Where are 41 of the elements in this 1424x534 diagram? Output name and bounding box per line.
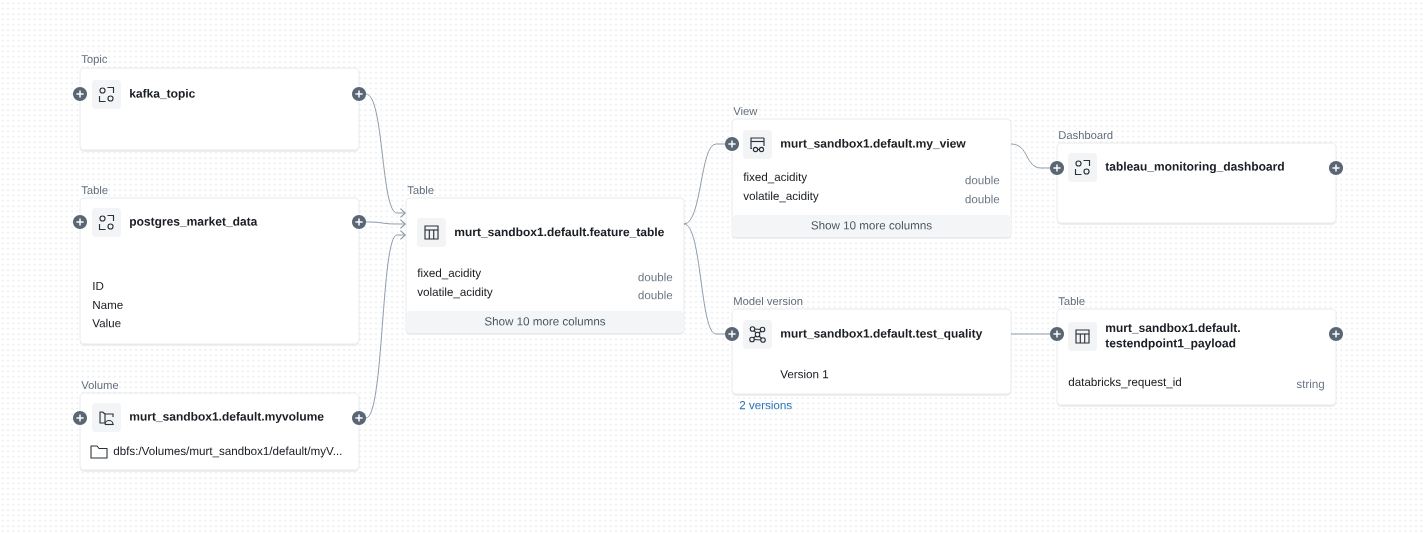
category-label: Model version — [734, 296, 803, 306]
category-label: Volume — [81, 380, 119, 390]
card-title: murt_sandbox1.default.testendpoint1_payload — [1105, 323, 1240, 350]
arrow — [365, 93, 406, 218]
column-type: double — [638, 290, 673, 300]
column-type: string — [1296, 379, 1324, 391]
card-title: murt_sandbox1.default.myvolume — [130, 411, 324, 424]
column-name: Name — [93, 300, 123, 310]
link-text: 2 versions — [739, 400, 792, 410]
column-name: databricks_request_id — [1068, 377, 1181, 389]
path-text: dbfs:/Volumes/murt_sandbox1/default/myV... — [113, 446, 342, 458]
card-title: murt_sandbox1.default.my_view — [781, 138, 966, 151]
category-label: Dashboard — [1059, 130, 1113, 140]
column-type: double — [638, 272, 673, 282]
column-name: ID — [93, 282, 104, 290]
connector-line — [683, 143, 726, 225]
card-title: tableau_monitoring_dashboard — [1105, 161, 1284, 174]
card-title: murt_sandbox1.default.test_quality — [781, 328, 983, 341]
card-title: kafka_topic — [130, 88, 195, 101]
category-label: Table — [1058, 296, 1085, 306]
version-text: Version 1 — [780, 369, 829, 379]
category-label: View — [733, 106, 758, 116]
arrow — [365, 219, 406, 229]
column-name: Value — [92, 318, 121, 328]
column-type: double — [965, 194, 1000, 204]
column-name: fixed_acidity — [743, 172, 808, 184]
category-label: Table — [407, 185, 434, 195]
connector-line — [1010, 143, 1051, 169]
column-name: fixed_acidity — [417, 268, 482, 280]
connector-line — [683, 223, 726, 335]
show-more-button: Show 10 more columns — [733, 214, 1010, 236]
show-more-button: Show 10 more columns — [407, 310, 683, 332]
column-name: volatile_acidity — [417, 287, 493, 299]
card-title: postgres_market_data — [130, 216, 258, 229]
category-label: Table — [81, 185, 108, 195]
arrow — [365, 230, 406, 419]
category-label: Topic — [81, 54, 108, 66]
column-name: volatile_acidity — [743, 191, 819, 203]
column-type: double — [965, 175, 1000, 185]
connector-line — [1010, 333, 1051, 335]
card-title: murt_sandbox1.default.feature_table — [455, 227, 664, 238]
